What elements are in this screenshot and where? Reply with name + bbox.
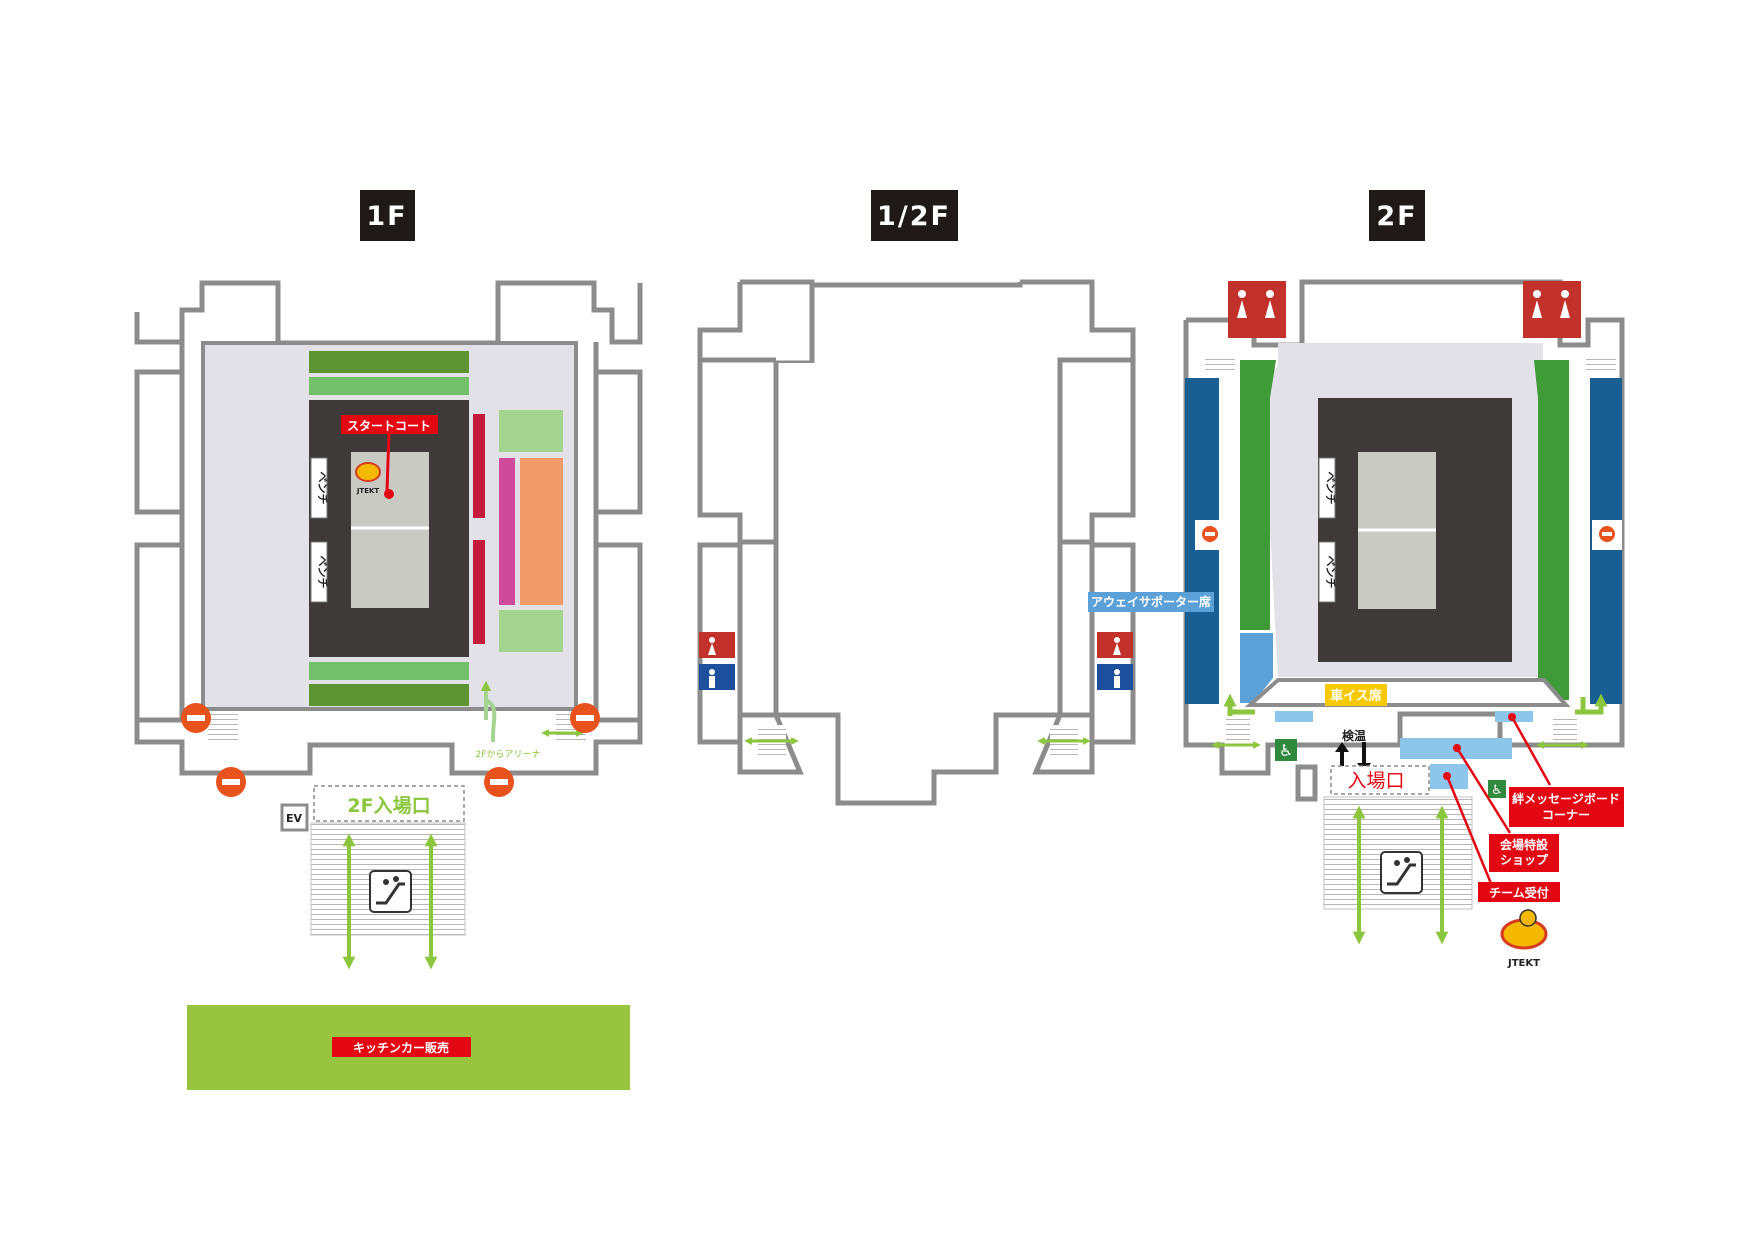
entrance-box-2f xyxy=(1330,765,1430,795)
start-court-label-box xyxy=(341,415,438,434)
restroom-women-icon xyxy=(699,632,735,658)
bench-label: ベンチ xyxy=(1324,556,1337,589)
central-hall-wall xyxy=(773,363,1063,806)
away-seat-block xyxy=(1240,633,1273,703)
side-block xyxy=(499,458,515,605)
restroom-women-icon xyxy=(1523,281,1581,338)
no-entry-icon xyxy=(181,703,211,733)
kitchen-car-label-box xyxy=(332,1037,471,1057)
bench xyxy=(1318,457,1336,519)
floor-badge-2f: 2F xyxy=(1369,190,1425,241)
room-left-2 xyxy=(134,542,185,743)
side-block xyxy=(499,610,563,652)
pillar xyxy=(1295,764,1318,802)
wheelchair-seat-box xyxy=(1325,684,1387,706)
stairs-icon xyxy=(1226,716,1250,742)
floor-badge-half: 1/2F xyxy=(871,190,958,241)
restroom-men-icon xyxy=(699,664,735,690)
seating-strip xyxy=(309,684,469,706)
entrance-box-1f xyxy=(313,785,465,822)
seating-strip xyxy=(309,377,469,395)
start-court-pointer-dot xyxy=(384,489,394,499)
floor-plan-2f: ベンチ ベンチ 車イス席 アウェイサポーター席 xyxy=(1088,279,1625,969)
pointer-line xyxy=(1455,747,1512,834)
start-court-label: スタートコート xyxy=(347,419,431,433)
floor-badge-1f: 1F xyxy=(360,190,415,241)
restroom-women-icon xyxy=(1228,281,1286,338)
away-supporter-label: アウェイサポーター席 xyxy=(1091,594,1211,609)
svg-text:JTEKT: JTEKT xyxy=(356,487,380,495)
temperature-check-label: 検温 xyxy=(1342,728,1366,743)
bench xyxy=(310,541,328,603)
away-supporter-label-box xyxy=(1088,592,1214,612)
bench-label: ベンチ xyxy=(316,556,329,589)
seating-section xyxy=(1240,360,1276,630)
no-entry-icon xyxy=(1202,526,1218,542)
route-arrow-icon xyxy=(1575,693,1608,715)
team-mascot-logo: JTEKT xyxy=(1500,909,1548,969)
svg-text:JTEKT: JTEKT xyxy=(1507,958,1540,969)
message-board-label-box xyxy=(1509,787,1624,827)
room-right-2 xyxy=(591,542,643,743)
entrance-label: 入場口 xyxy=(1347,770,1404,792)
wall-top xyxy=(134,280,643,346)
bench-label: ベンチ xyxy=(316,472,329,505)
elevator-label: EV xyxy=(286,812,303,825)
bench xyxy=(1318,541,1336,603)
wheelchair-seat-label: 車イス席 xyxy=(1330,688,1382,704)
venue-shop-label: 会場特設ショップ xyxy=(1500,837,1549,867)
stairs-icon xyxy=(1553,716,1577,742)
info-block xyxy=(1275,711,1313,722)
kitchen-car-label: キッチンカー販売 xyxy=(353,1040,449,1055)
venue-shop-label-box xyxy=(1489,834,1559,872)
pointer-line xyxy=(1445,775,1494,887)
elevator xyxy=(280,803,309,832)
floor-label-2f: 2F xyxy=(1376,201,1417,232)
message-board-label: 絆メッセージボードコーナー xyxy=(1512,791,1620,822)
floor-plan-1f: ベンチ ベンチ スタートコート JTEKT 2Fからアリーナ xyxy=(134,280,643,1090)
seating-section xyxy=(1534,360,1569,700)
no-entry-icon xyxy=(216,767,246,797)
side-block xyxy=(520,458,563,605)
concourse xyxy=(1244,678,1571,707)
side-block xyxy=(473,540,485,644)
floor-plan-half xyxy=(697,279,1136,806)
no-entry-icon xyxy=(484,767,514,797)
stairs-icon xyxy=(208,712,238,744)
team-reception-label-box xyxy=(1478,882,1560,902)
no-entry-icon xyxy=(570,703,600,733)
svg-text:♿: ♿ xyxy=(1491,783,1503,798)
side-block xyxy=(473,414,485,518)
entrance-2f-label: 2F入場口 xyxy=(347,795,430,817)
bench xyxy=(310,457,328,519)
floor-label-half: 1/2F xyxy=(877,201,951,232)
wheelchair-icon: ♿ xyxy=(1275,739,1297,761)
bench-label: ベンチ xyxy=(1324,472,1337,505)
no-entry-icon xyxy=(1599,526,1615,542)
floor-label-1f: 1F xyxy=(366,201,407,232)
svg-text:♿: ♿ xyxy=(1279,741,1293,760)
wheelchair-icon: ♿ xyxy=(1488,780,1506,798)
arena-route-label: 2Fからアリーナ xyxy=(476,749,541,760)
stairs-icon xyxy=(1586,357,1616,374)
start-court-pointer xyxy=(385,431,391,492)
seating-strip xyxy=(309,662,469,680)
stairs-icon xyxy=(1205,357,1235,374)
team-reception-label: チーム受付 xyxy=(1489,885,1549,900)
escalator-icon xyxy=(369,870,412,913)
room-right-1 xyxy=(591,369,643,515)
team-mascot-logo: JTEKT xyxy=(355,462,381,495)
pointer-line xyxy=(1510,716,1552,786)
room-left-1 xyxy=(134,369,185,515)
side-block xyxy=(499,410,563,452)
seating-strip xyxy=(309,351,469,373)
escalator-icon xyxy=(1380,851,1423,894)
